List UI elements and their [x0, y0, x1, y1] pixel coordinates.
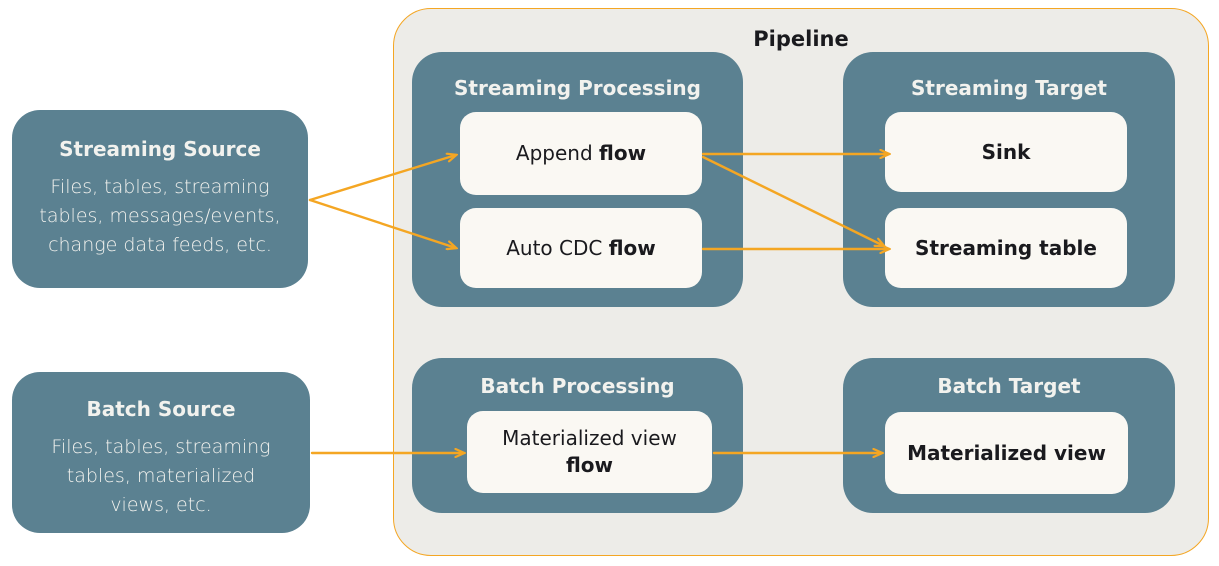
batch-source-description: Files, tables, streaming tables, materia… — [51, 436, 271, 516]
group-batch-processing: Batch Processing Materialized view flow — [412, 358, 743, 513]
card-streaming-table-label: Streaming table — [915, 235, 1097, 260]
card-streaming-table: Streaming table — [885, 208, 1127, 288]
group-title-streaming-target: Streaming Target — [911, 76, 1107, 100]
batch-source-box: Batch Source Files, tables, streaming ta… — [12, 372, 310, 533]
card-materialized-view: Materialized view — [885, 412, 1128, 494]
card-materialized-view-flow-label: Materialized view flow — [502, 426, 677, 477]
card-materialized-view-label: Materialized view — [907, 440, 1106, 465]
group-title-streaming-processing: Streaming Processing — [453, 76, 701, 100]
streaming-source-description: Files, tables, streaming tables, message… — [39, 176, 281, 256]
card-materialized-view-flow: Materialized view flow — [467, 411, 712, 493]
card-sink-label: Sink — [981, 139, 1031, 164]
group-streaming-processing: Streaming Processing Append flow Auto CD… — [412, 52, 743, 307]
group-title-batch-processing: Batch Processing — [480, 374, 675, 398]
batch-source-title: Batch Source — [86, 397, 236, 421]
card-append-flow-label: Append flow — [515, 141, 647, 165]
group-streaming-target: Streaming Target Sink Streaming table — [843, 52, 1175, 307]
group-title-batch-target: Batch Target — [937, 374, 1081, 398]
streaming-source-box: Streaming Source Files, tables, streamin… — [12, 110, 308, 288]
streaming-source-title: Streaming Source — [59, 137, 261, 161]
card-auto-cdc-flow-label: Auto CDC flow — [506, 235, 656, 260]
group-batch-target: Batch Target Materialized view — [843, 358, 1175, 513]
card-append-flow: Append flow — [460, 112, 702, 195]
card-sink: Sink — [885, 112, 1127, 192]
card-auto-cdc-flow: Auto CDC flow — [460, 208, 702, 288]
pipeline-title: Pipeline — [753, 27, 849, 51]
